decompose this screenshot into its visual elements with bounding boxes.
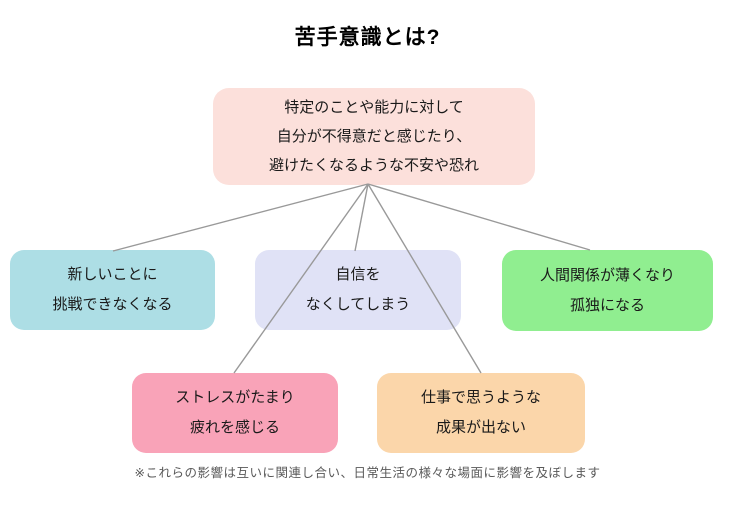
connector-line-to-isolation [367, 183, 591, 251]
footnote: ※これらの影響は互いに関連し合い、日常生活の様々な場面に影響を及ぼします [134, 466, 601, 480]
node-text-line: ストレスがたまり [175, 389, 295, 406]
root-box-text-line: 特定のことや能力に対して [284, 99, 464, 116]
node-box-isolation: 人間関係が薄くなり 孤独になる [502, 250, 713, 331]
node-box-work-results: 仕事で思うような 成果が出ない [377, 373, 585, 453]
node-text-line: 新しいことに [67, 266, 158, 283]
root-box-text-line: 避けたくなるような不安や恐れ [268, 157, 479, 174]
page-title: 苦手意識とは? [294, 26, 441, 49]
node-text-line: 成果が出ない [435, 419, 526, 436]
node-text-line: 自信を [335, 266, 381, 283]
node-text-line: 挑戦できなくなる [52, 296, 173, 313]
node-box-confidence-loss: 自信を なくしてしまう [255, 250, 461, 330]
node-text-line: なくしてしまう [305, 296, 411, 313]
connector-line-to-new-challenge [112, 183, 369, 252]
node-text-line: 仕事で思うような [420, 389, 541, 406]
node-text-line: 孤独になる [569, 296, 645, 314]
connector-line-to-confidence [354, 183, 369, 252]
node-box-new-challenge: 新しいことに 挑戦できなくなる [10, 250, 215, 330]
root-box-definition: 特定のことや能力に対して 自分が不得意だと感じたり、 避けたくなるような不安や恐… [213, 88, 535, 185]
root-box-text-line: 自分が不得意だと感じたり、 [276, 128, 472, 145]
node-text-line: 疲れを感じる [189, 419, 280, 436]
node-text-line: 人間関係が薄くなり [539, 266, 675, 284]
node-box-stress-fatigue: ストレスがたまり 疲れを感じる [132, 373, 338, 453]
